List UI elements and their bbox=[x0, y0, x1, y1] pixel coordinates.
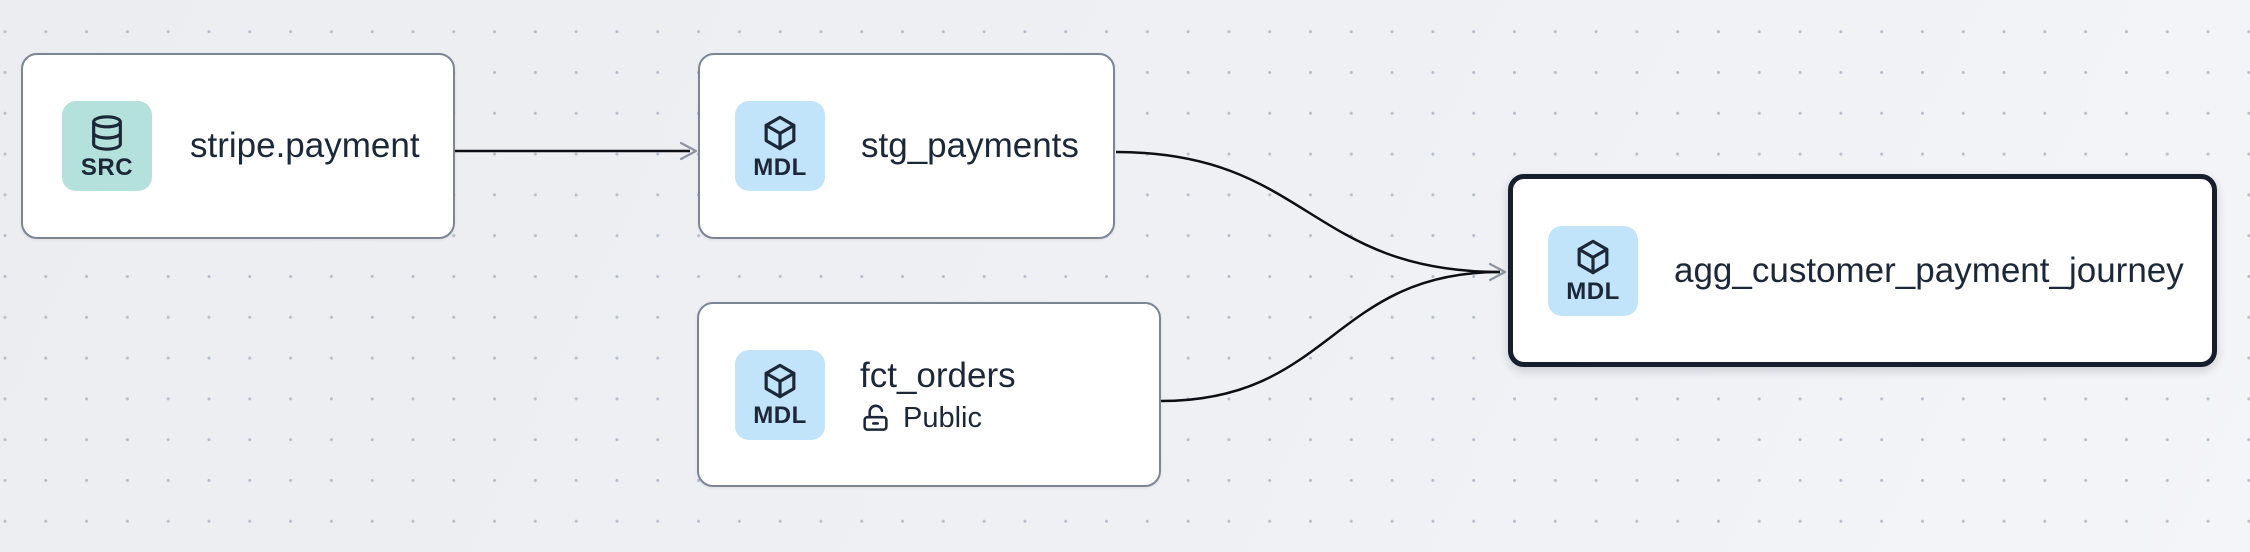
access-label: Public bbox=[903, 401, 982, 434]
cube-icon bbox=[1577, 239, 1609, 275]
cube-icon bbox=[764, 115, 796, 150]
badge-label: MDL bbox=[753, 153, 807, 181]
unlock-icon bbox=[863, 404, 888, 431]
edge-fct-to-agg bbox=[1160, 270, 1501, 403]
badge-label: MDL bbox=[753, 402, 807, 429]
edge-stg-to-agg bbox=[1115, 150, 1501, 274]
database-icon bbox=[92, 114, 122, 151]
source-type-badge: SRC bbox=[62, 101, 152, 191]
arrowhead-icon bbox=[1488, 262, 1507, 282]
arrowhead-icon bbox=[679, 141, 698, 161]
badge-label: SRC bbox=[80, 153, 134, 181]
badge-label: MDL bbox=[1566, 278, 1620, 305]
node-title: agg_customer_payment_journey bbox=[1674, 250, 2184, 290]
node-fct-orders[interactable]: MDL fct_orders Public bbox=[697, 302, 1161, 487]
model-type-badge: MDL bbox=[735, 349, 825, 440]
cube-icon bbox=[764, 363, 796, 399]
node-stg-payments[interactable]: MDL stg_payments bbox=[698, 53, 1115, 239]
model-type-badge: MDL bbox=[735, 101, 825, 191]
node-title: stg_payments bbox=[861, 126, 1079, 165]
node-title: fct_orders bbox=[860, 355, 1016, 395]
model-type-badge: MDL bbox=[1548, 225, 1638, 316]
node-title: stripe.payment bbox=[190, 126, 420, 165]
node-text-block: fct_orders Public bbox=[860, 355, 1016, 435]
access-row: Public bbox=[860, 401, 1016, 435]
node-stripe-payment[interactable]: SRC stripe.payment bbox=[21, 53, 455, 239]
node-agg-customer-payment-journey[interactable]: MDL agg_customer_payment_journey bbox=[1508, 174, 2217, 367]
